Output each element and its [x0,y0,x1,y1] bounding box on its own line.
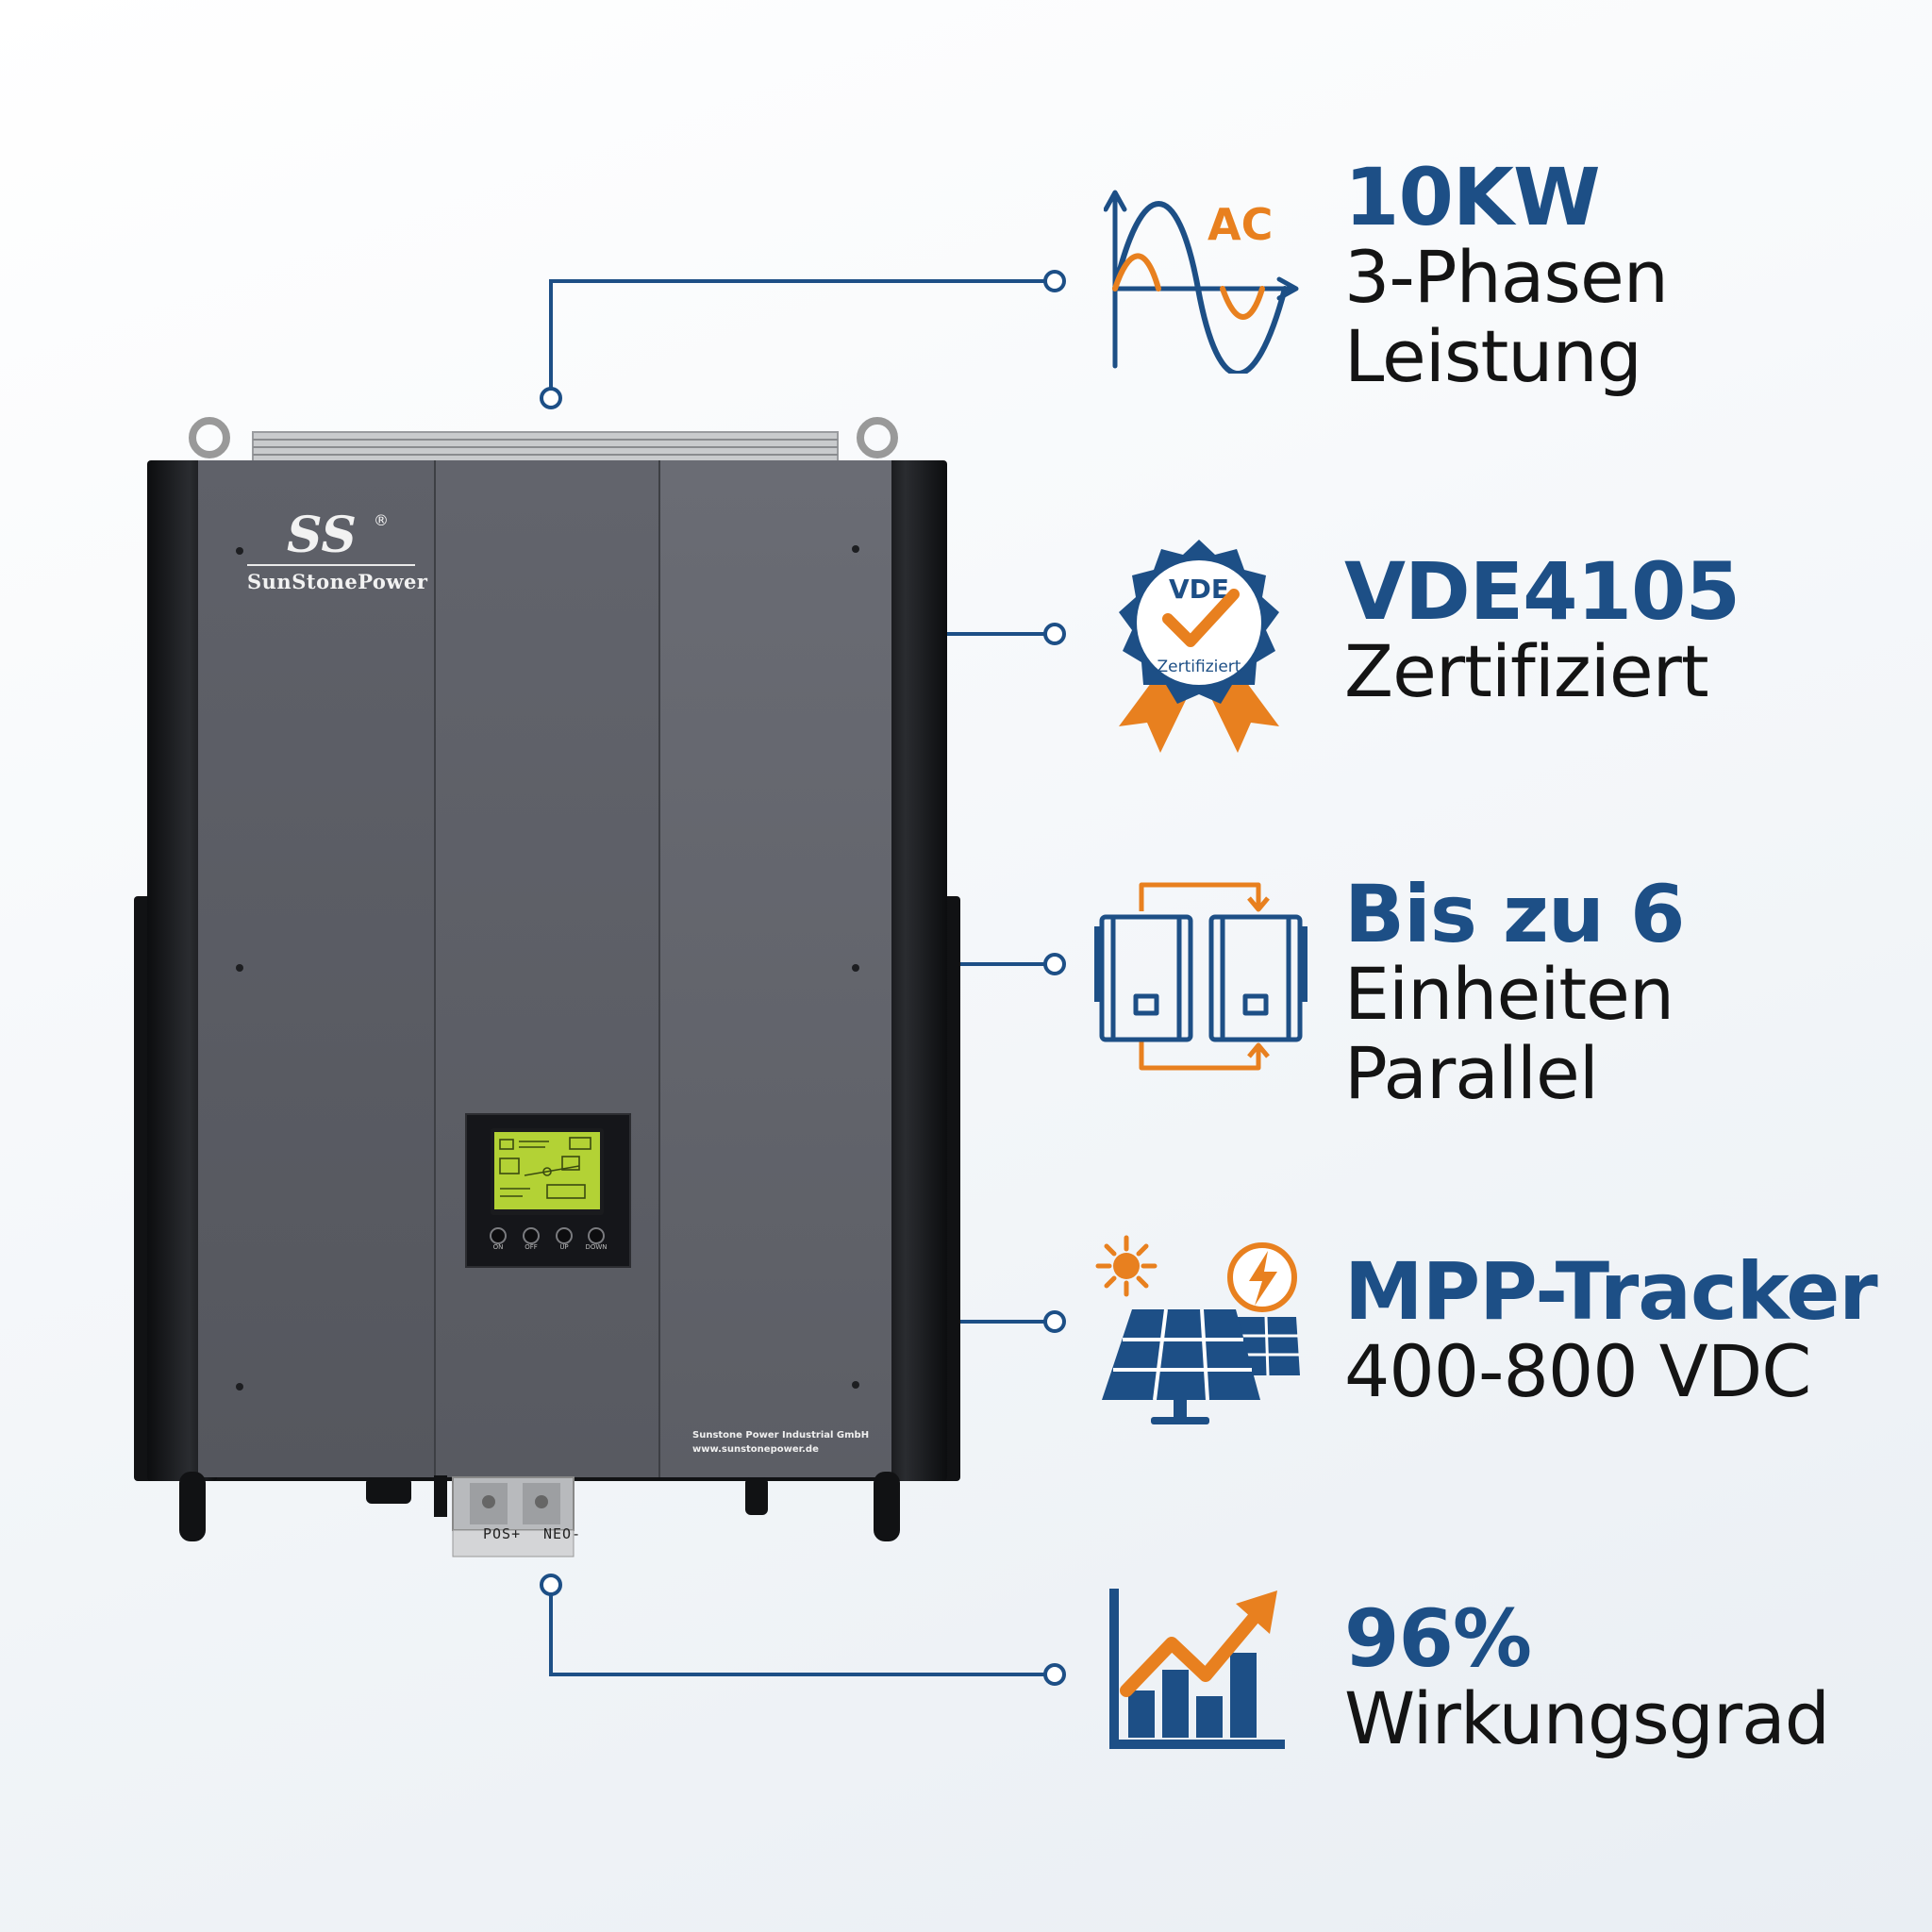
feature-power: 10KW 3-Phasen Leistung [1344,151,1669,398]
parallel-units-icon [1094,882,1307,1071]
lcd-buttons [490,1227,605,1244]
feature-efficiency: 96% Wirkungsgrad [1344,1592,1830,1760]
feature-mpp-line-1: 400-800 VDC [1344,1329,1811,1413]
logo-divider [247,564,415,566]
feature-parallel: Bis zu 6 Einheiten Parallel [1344,868,1685,1115]
feature-power-line-1: 3-Phasen [1344,235,1669,319]
feature-certification-line-1: Zertifiziert [1344,629,1709,713]
feature-certification: VDE4105 Zertifiziert [1344,551,1740,711]
svg-text:®: ® [374,511,389,529]
terminal-label-neo: NEO- [543,1525,582,1542]
lcd-screen [491,1128,604,1215]
company-imprint: Sunstone Power Industrial GmbH www.sunst… [692,1428,869,1457]
lcd-button-on [490,1227,507,1244]
feature-parallel-line-2: Parallel [1344,1031,1599,1115]
svg-text:SS: SS [287,507,357,561]
terminal-label-pos: POS+ [483,1525,522,1542]
brand-name: SunStonePower [247,570,428,593]
solar-panel-icon [1095,1235,1300,1424]
lcd-button-down [588,1227,605,1244]
feature-mpp-headline: MPP-Tracker [1344,1245,1878,1338]
svg-text:AC: AC [1208,199,1273,250]
svg-text:Zertifiziert: Zertifiziert [1158,658,1241,676]
ac-sine-wave-icon: AC [1104,190,1299,374]
feature-efficiency-headline: 96% [1344,1592,1532,1685]
panel-screws [236,545,859,1391]
feature-efficiency-line-1: Wirkungsgrad [1344,1676,1830,1760]
top-vent [189,417,898,463]
company-url: www.sunstonepower.de [692,1444,819,1455]
feature-mpp: MPP-Tracker 400-800 VDC [1344,1245,1878,1413]
feature-power-headline: 10KW [1344,151,1601,243]
feature-parallel-headline: Bis zu 6 [1344,868,1685,960]
company-name: Sunstone Power Industrial GmbH [692,1430,870,1441]
feature-parallel-line-1: Einheiten [1344,952,1674,1036]
efficiency-chart-icon [1109,1589,1285,1749]
lcd-button-off [523,1227,540,1244]
brand-logo-icon: SS ® [287,507,389,561]
front-panel-center [436,460,660,1477]
lcd-label-off: OFF [525,1243,538,1251]
lcd-label-up: UP [559,1243,569,1251]
bottom-connectors [179,1472,900,1557]
lcd-button-up [556,1227,573,1244]
feature-certification-headline: VDE4105 [1344,545,1740,638]
lcd-label-on: ON [492,1243,504,1251]
svg-text:VDE: VDE [1169,574,1229,605]
lcd-label-down: DOWN [585,1243,608,1251]
feature-power-line-2: Leistung [1344,314,1642,398]
vde-certified-badge-icon: VDE Zertifiziert [1119,540,1279,753]
